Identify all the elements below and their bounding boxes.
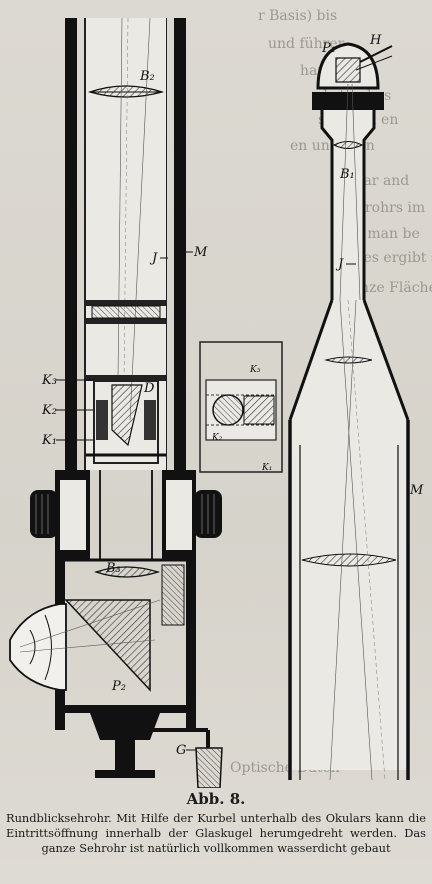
periscope-drawing: r Basis) bis und führer haut. Au abstand… [9, 8, 432, 788]
label-b3: B₃ [105, 561, 121, 576]
left-periscope [9, 17, 223, 788]
prism-p2 [64, 599, 151, 692]
caption-text: Rundblicksehrohr. Mit Hilfe der Kurbel u… [6, 811, 426, 855]
label-k3-inset: K₃ [249, 365, 261, 375]
periscope-figure: r Basis) bis und führer haut. Au abstand… [9, 8, 432, 788]
figure-caption: Abb. 8. Rundblicksehrohr. Mit Hilfe der … [0, 790, 432, 856]
label-k2-left: K₂ [41, 403, 57, 418]
right-periscope [288, 42, 410, 781]
label-j-left: J [149, 251, 158, 266]
left-outer-wall [65, 18, 77, 538]
ghost-line-1: r Basis) bis [258, 8, 337, 24]
figure-labels: B₂ J M K₃ D K₂ K₁ B₃ P₂ G P₁ H B₁ J [41, 33, 424, 758]
label-j-right: J [335, 257, 344, 272]
label-b1: B₁ [339, 167, 355, 182]
label-m-left: M [193, 245, 208, 260]
label-k1-inset: K₁ [261, 463, 272, 473]
inset-mechanism [199, 341, 283, 473]
right-outer-wall [174, 18, 186, 538]
label-p1: P₁ [321, 41, 336, 56]
label-p2: P₂ [111, 679, 126, 694]
ghost-line-2: und führer [268, 36, 345, 52]
label-k3-left: K₃ [41, 373, 57, 388]
left-knob [30, 490, 58, 538]
right-knob [194, 490, 222, 538]
caption-title: Abb. 8. [186, 790, 246, 808]
label-g: G [176, 743, 186, 758]
label-m-right: M [409, 483, 424, 498]
label-h: H [369, 33, 382, 48]
eyepiece [9, 603, 67, 691]
label-k1-left: K₁ [41, 433, 57, 448]
label-k2-inset: K₂ [211, 433, 223, 443]
label-d: D [143, 381, 155, 396]
crank-g [135, 728, 223, 788]
label-b2: B₂ [139, 69, 155, 84]
